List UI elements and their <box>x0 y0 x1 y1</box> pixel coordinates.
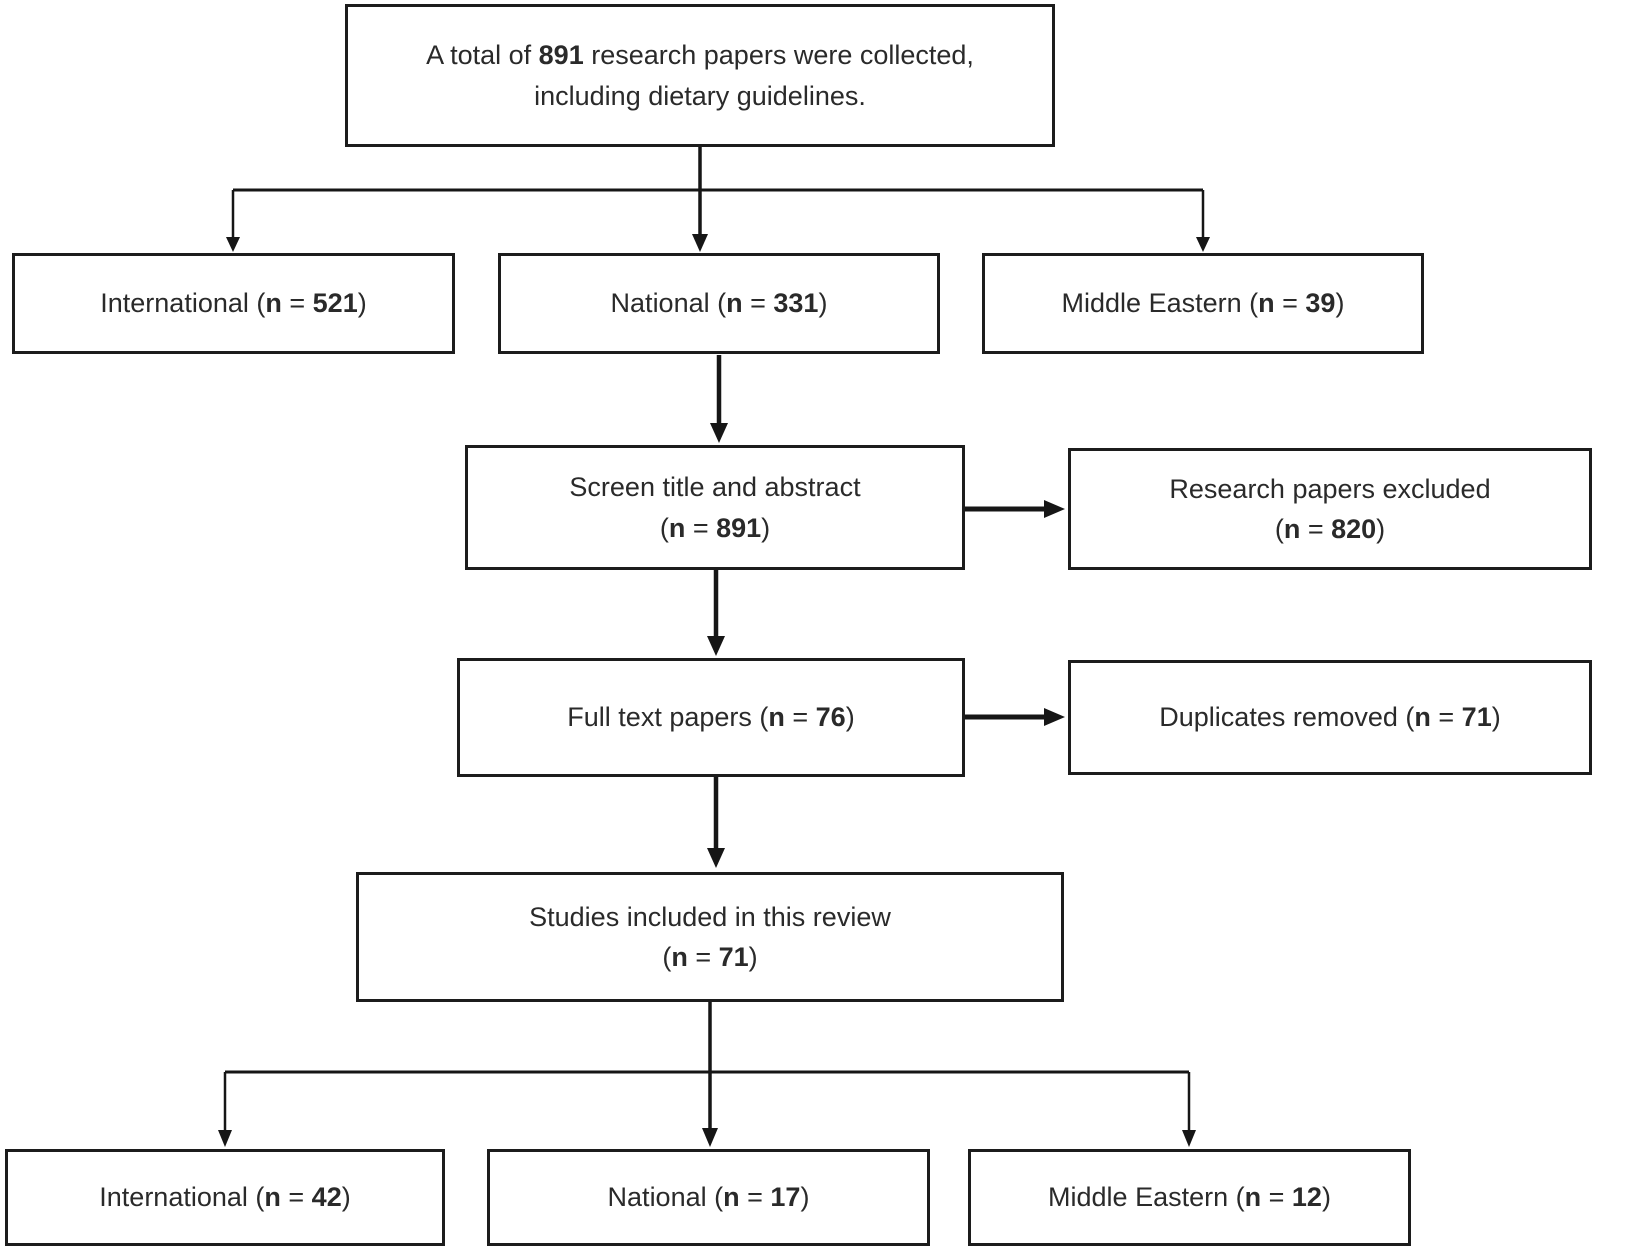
box-collected-total-text: A total of 891 research papers were coll… <box>426 40 974 111</box>
box-research-papers-excluded-text: Research papers excluded(n = 820) <box>1169 473 1491 545</box>
box-international-initial: International (n = 521) <box>12 253 455 354</box>
arrowhead-bottom-center <box>702 1128 718 1147</box>
box-studies-included: Studies included in this review(n = 71) <box>356 872 1064 1002</box>
box-international-included: International (n = 42) <box>5 1149 445 1246</box>
box-full-text-papers-text: Full text papers (n = 76) <box>567 702 855 733</box>
arrowhead-studies <box>707 848 725 868</box>
arrowhead-bottom-left <box>218 1130 232 1147</box>
box-full-text-papers: Full text papers (n = 76) <box>457 658 965 777</box>
box-middle-eastern-initial-text: Middle Eastern (n = 39) <box>1061 288 1345 319</box>
box-research-papers-excluded: Research papers excluded(n = 820) <box>1068 448 1592 570</box>
box-screen-title-abstract-text: Screen title and abstract(n = 891) <box>569 472 861 543</box>
arrowhead-top-center <box>692 234 708 252</box>
box-national-included: National (n = 17) <box>487 1149 930 1246</box>
arrowhead-excluded <box>1044 500 1065 518</box>
box-national-initial: National (n = 331) <box>498 253 940 354</box>
box-duplicates-removed-text: Duplicates removed (n = 71) <box>1159 702 1501 733</box>
box-screen-title-abstract: Screen title and abstract(n = 891) <box>465 445 965 570</box>
arrowhead-top-right <box>1196 237 1210 252</box>
box-studies-included-text: Studies included in this review(n = 71) <box>529 901 891 973</box>
box-national-initial-text: National (n = 331) <box>610 288 828 319</box>
box-middle-eastern-included-text: Middle Eastern (n = 12) <box>1048 1182 1331 1213</box>
arrowhead-top-left <box>226 237 240 252</box>
box-collected-total: A total of 891 research papers were coll… <box>345 4 1055 147</box>
box-international-included-text: International (n = 42) <box>99 1182 351 1213</box>
box-international-initial-text: International (n = 521) <box>100 288 367 319</box>
arrowhead-duplicates <box>1044 708 1065 726</box>
box-duplicates-removed: Duplicates removed (n = 71) <box>1068 660 1592 775</box>
arrowhead-bottom-right <box>1182 1130 1196 1147</box>
box-middle-eastern-initial: Middle Eastern (n = 39) <box>982 253 1424 354</box>
box-middle-eastern-included: Middle Eastern (n = 12) <box>968 1149 1411 1246</box>
arrowhead-fulltext <box>707 636 725 656</box>
arrowhead-screen <box>710 423 728 443</box>
box-national-included-text: National (n = 17) <box>607 1182 810 1213</box>
